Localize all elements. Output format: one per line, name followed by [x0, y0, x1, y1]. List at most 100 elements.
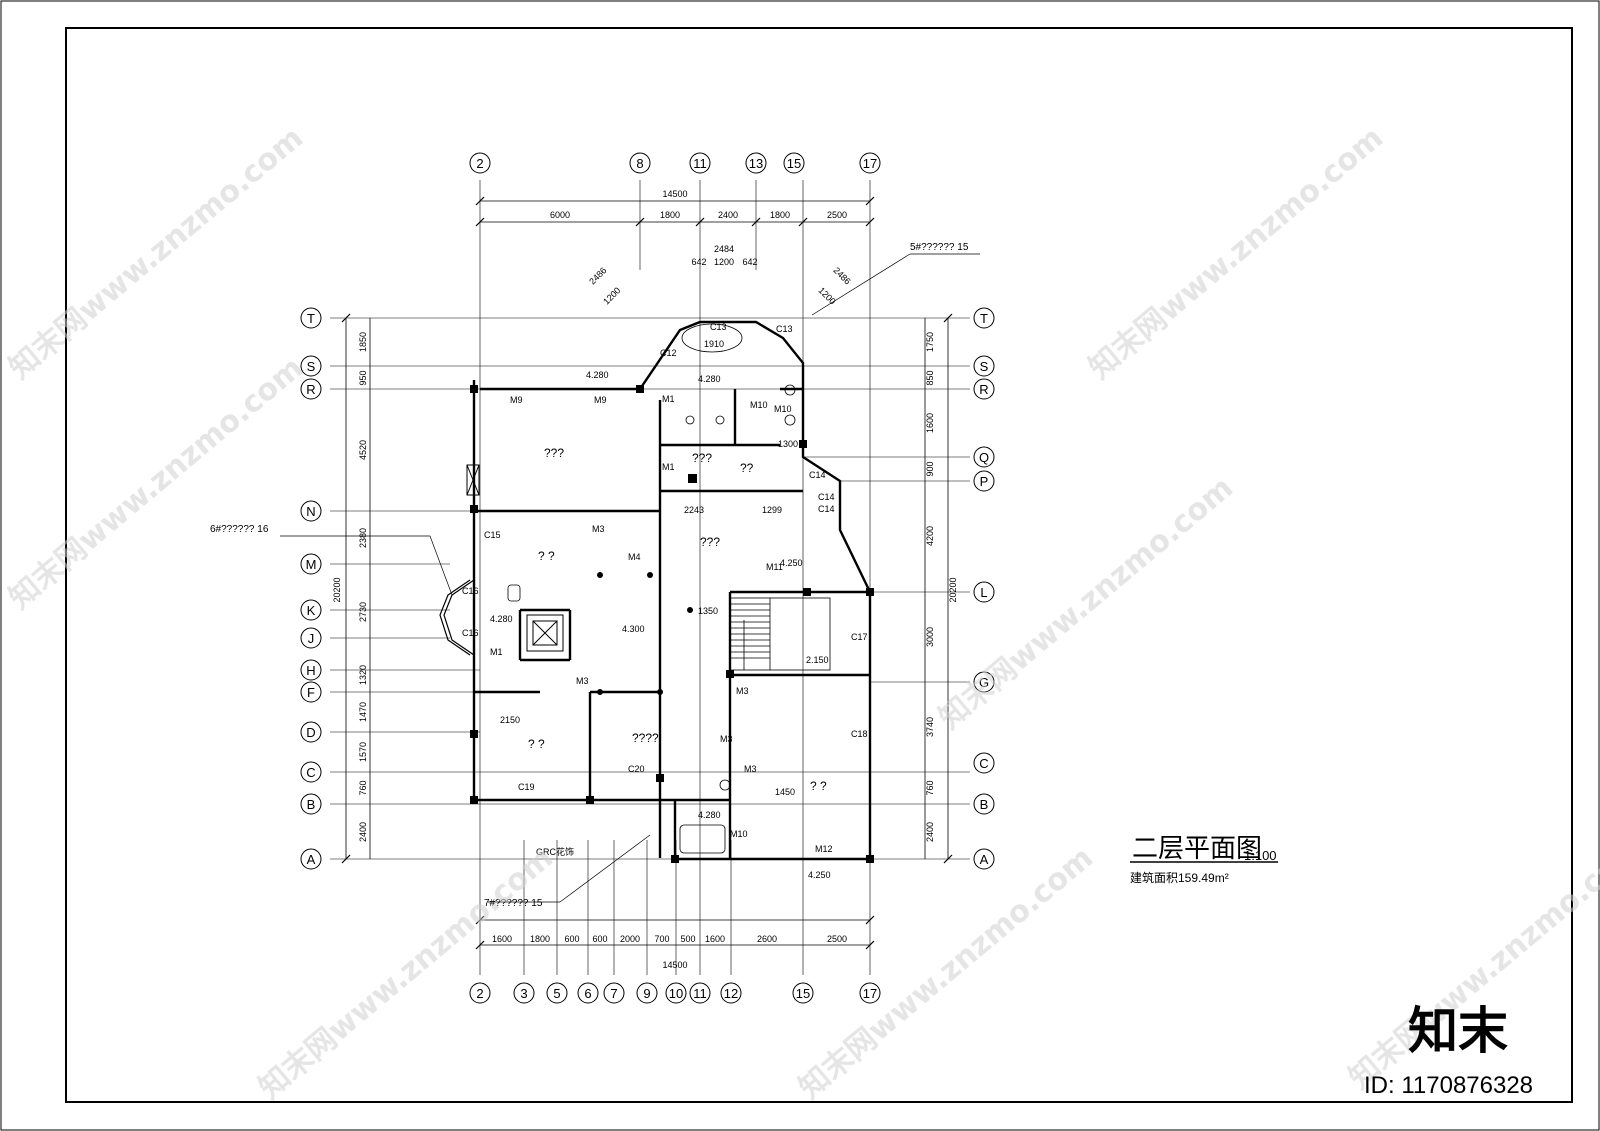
- left-bay-window: [439, 579, 475, 656]
- door-label: M11: [766, 562, 783, 572]
- axis-label: R: [306, 382, 315, 397]
- dim-bay-right: 1200: [817, 285, 838, 306]
- axis-label: T: [307, 311, 315, 326]
- axis-label: K: [307, 603, 316, 618]
- dim-left-seg: 760: [358, 780, 368, 795]
- watermark-text: 知末网www.znzmo.com: [3, 350, 310, 616]
- dim-left-seg: 1570: [358, 742, 368, 762]
- dim-left-seg: 2380: [358, 528, 368, 548]
- door-label: M9: [510, 395, 523, 405]
- axis-label: 2: [476, 986, 483, 1001]
- axis-bubble-bottom-6: 6: [577, 982, 599, 1004]
- door-label: M1: [490, 647, 503, 657]
- dim-bottom-seg: 1800: [530, 934, 550, 944]
- axis-label: 8: [636, 156, 643, 171]
- dim-top-seg: 2500: [827, 210, 847, 220]
- door-label: M10: [774, 404, 792, 414]
- axis-bubble-left-H: H: [300, 659, 322, 681]
- window-label: C17: [851, 632, 868, 642]
- window-label: C14: [818, 492, 835, 502]
- dim-bay-top: 2484: [714, 244, 734, 254]
- dim-bottom-seg: 2600: [757, 934, 777, 944]
- dim-top-total: 14500: [662, 189, 687, 199]
- axis-bubble-left-S: S: [300, 355, 322, 377]
- callout-6: 6#?????? 16: [210, 524, 269, 535]
- axis-label: C: [306, 765, 315, 780]
- callout-7: 7#?????? 15: [484, 898, 543, 909]
- watermark-text: 知末网www.znzmo.com: [1083, 120, 1390, 386]
- axis-label: B: [307, 797, 316, 812]
- axis-label: 12: [724, 986, 738, 1001]
- axis-bubble-right-C: C: [973, 752, 995, 774]
- axis-bubble-top-8: 8: [629, 152, 651, 174]
- level-mark: 4.280: [698, 374, 721, 384]
- axis-label: 11: [693, 986, 707, 1001]
- axis-label: 17: [863, 986, 877, 1001]
- dim-bottom-seg: 2500: [827, 934, 847, 944]
- axis-bubbles-top: 2 8 11 13 15 17: [469, 152, 881, 174]
- axis-label: 15: [787, 156, 801, 171]
- dim-note: 1450: [775, 787, 795, 797]
- axis-label: T: [980, 311, 988, 326]
- bath-fixtures: [507, 323, 796, 854]
- room-label: ? ?: [538, 549, 555, 563]
- dim-bay-top: 1200: [714, 257, 734, 267]
- dim-note: 1910: [704, 339, 724, 349]
- axis-bubble-right-S: S: [973, 355, 995, 377]
- level-mark: 4.250: [808, 870, 831, 880]
- dim-bay-left: 1200: [601, 285, 622, 306]
- dim-bay-right: 2486: [832, 265, 853, 286]
- door-label: M3: [744, 764, 757, 774]
- axis-bubble-right-L: L: [973, 581, 995, 603]
- dim-left-seg: 2730: [358, 602, 368, 622]
- dim-bay-top: 642: [691, 257, 706, 267]
- axis-label: P: [980, 474, 989, 489]
- dim-top-seg: 1800: [770, 210, 790, 220]
- dim-bay-left: 2486: [587, 265, 608, 286]
- level-mark: 2.150: [806, 655, 829, 665]
- dim-right-seg: 2400: [925, 822, 935, 842]
- watermarks: 知末网www.znzmo.com 知末网www.znzmo.com 知末网www…: [3, 120, 1600, 1106]
- level-mark: 4.280: [490, 614, 513, 624]
- axis-label: G: [979, 675, 989, 690]
- axis-label: L: [980, 585, 987, 600]
- axis-label: F: [307, 685, 315, 700]
- axis-bubble-right-Q: Q: [973, 446, 995, 468]
- title-block: 二层平面图 1:100 建筑面积 159.49m²: [1130, 833, 1278, 885]
- axis-bubble-bottom-15: 15: [792, 982, 814, 1004]
- axis-label: 3: [520, 986, 527, 1001]
- watermark-text: 知末网www.znzmo.com: [793, 840, 1100, 1106]
- axis-label: 9: [643, 986, 650, 1001]
- window-label: C19: [518, 782, 535, 792]
- dim-right-seg: 3000: [925, 627, 935, 647]
- dim-right-seg: 760: [925, 780, 935, 795]
- room-label: ??: [740, 461, 754, 475]
- door-label: M10: [730, 829, 748, 839]
- axis-bubble-right-G: G: [973, 671, 995, 693]
- window-label: C15: [484, 530, 501, 540]
- dim-bottom-seg: 1600: [705, 934, 725, 944]
- axis-bubbles-bottom: 2 3 5 6 7 9 10 11 12 15 17: [469, 982, 881, 1004]
- axis-label: J: [308, 631, 315, 646]
- dim-left-seg: 1320: [358, 665, 368, 685]
- door-label: M12: [815, 844, 833, 854]
- dim-right-seg: 1750: [925, 332, 935, 352]
- axis-bubble-bottom-11: 11: [689, 982, 711, 1004]
- level-mark: 4.280: [586, 370, 609, 380]
- dim-bottom-total: 14500: [662, 960, 687, 970]
- window-label: C18: [851, 729, 868, 739]
- axis-bubble-bottom-3: 3: [513, 982, 535, 1004]
- dim-bay-top: 642: [742, 257, 757, 267]
- dim-bottom-seg: 600: [592, 934, 607, 944]
- room-label: ???: [700, 535, 720, 549]
- door-label: M3: [592, 524, 605, 534]
- watermark-text: 知末网www.znzmo.com: [3, 120, 310, 386]
- axis-label: D: [306, 725, 315, 740]
- axis-label: B: [980, 797, 989, 812]
- window-label: C12: [660, 348, 677, 358]
- columns: [470, 385, 874, 863]
- dim-right-seg: 850: [925, 370, 935, 385]
- dim-top-seg: 1800: [660, 210, 680, 220]
- axis-bubble-bottom-9: 9: [636, 982, 658, 1004]
- axis-label: A: [307, 852, 316, 867]
